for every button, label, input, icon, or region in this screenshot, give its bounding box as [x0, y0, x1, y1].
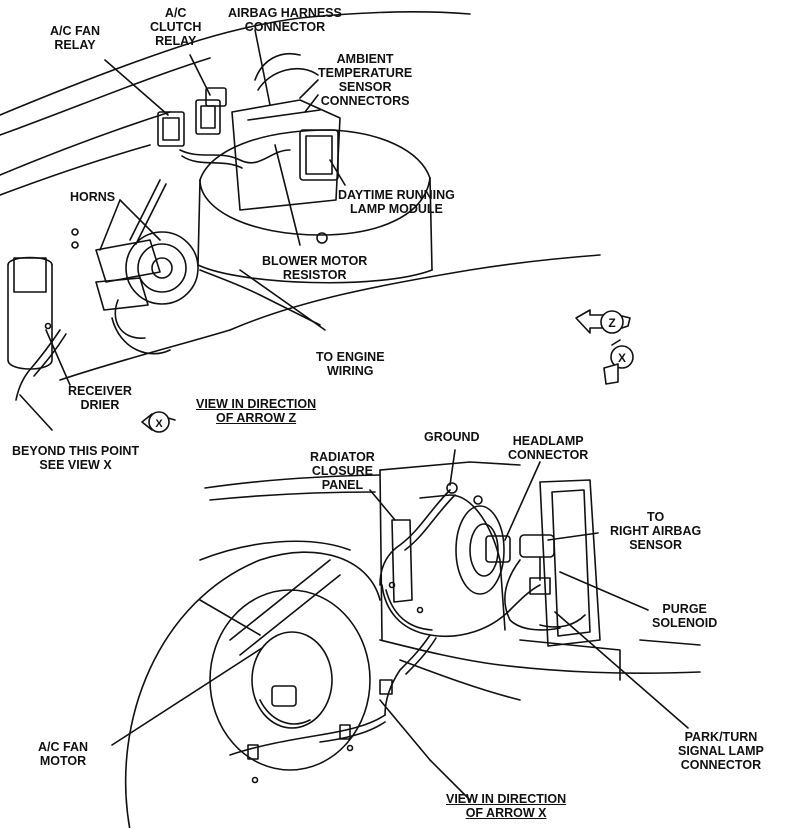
- arrow-x-marker-small: [141, 411, 176, 433]
- arrow-x-marker-large: [603, 339, 634, 385]
- label-radiator-closure-panel: RADIATOR CLOSURE PANEL: [310, 450, 375, 492]
- label-airbag-harness-connector: AIRBAG HARNESS CONNECTOR: [228, 6, 342, 34]
- label-ambient-temp-sensor-connectors: AMBIENT TEMPERATURE SENSOR CONNECTORS: [318, 52, 413, 108]
- label-daytime-running-lamp-module: DAYTIME RUNNING LAMP MODULE: [338, 188, 455, 216]
- view-x-drawing: [111, 449, 701, 828]
- label-ac-clutch-relay: A/C CLUTCH RELAY: [150, 6, 202, 48]
- label-ground: GROUND: [424, 430, 480, 444]
- view-z-drawing: [0, 11, 601, 431]
- label-ac-fan-motor: A/C FAN MOTOR: [38, 740, 88, 768]
- label-blower-motor-resistor: BLOWER MOTOR RESISTOR: [262, 254, 368, 282]
- label-receiver-drier: RECEIVER DRIER: [68, 384, 132, 412]
- label-to-right-airbag-sensor: TO RIGHT AIRBAG SENSOR: [610, 510, 702, 552]
- label-view-arrow-z: VIEW IN DIRECTION OF ARROW Z: [196, 397, 317, 425]
- arrow-x-letter-small: X: [155, 418, 163, 430]
- label-purge-solenoid: PURGE SOLENOID: [652, 602, 718, 630]
- label-view-arrow-x: VIEW IN DIRECTION OF ARROW X: [446, 792, 567, 820]
- label-to-engine-wiring: TO ENGINE WIRING: [316, 350, 385, 378]
- arrow-z-letter: Z: [608, 316, 615, 330]
- arrow-x-letter-large: X: [618, 351, 626, 365]
- label-park-turn-signal-lamp-connector: PARK/TURN SIGNAL LAMP CONNECTOR: [678, 730, 764, 772]
- label-ac-fan-relay: A/C FAN RELAY: [50, 24, 100, 52]
- label-horns: HORNS: [70, 190, 116, 204]
- label-headlamp-connector: HEADLAMP CONNECTOR: [508, 434, 589, 462]
- arrow-z-marker: [575, 309, 631, 334]
- label-beyond-this-point: BEYOND THIS POINT SEE VIEW X: [12, 444, 140, 472]
